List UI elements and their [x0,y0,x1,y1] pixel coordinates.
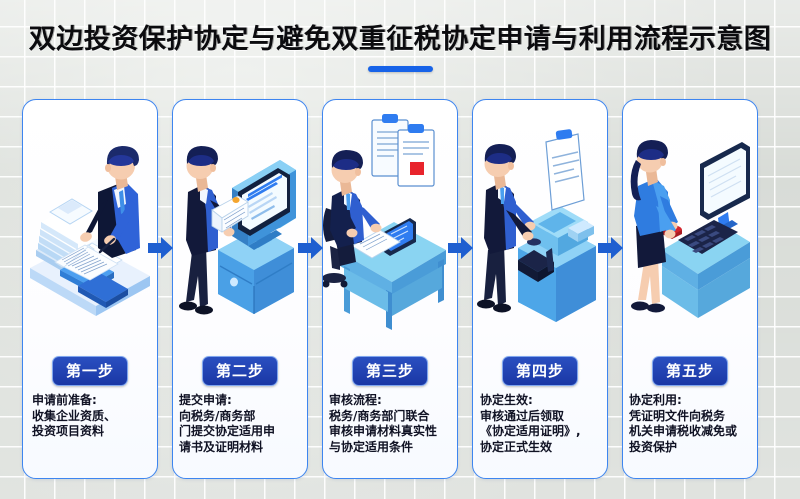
header: 双边投资保护协定与避免双重征税协定申请与利用流程示意图 [0,0,800,92]
illustration-review-desk [323,100,457,350]
arrow-step3-to-step4 [448,236,474,260]
step-description-2: 提交申请: 向税务/商务部 门提交协定适用申 请书及证明材料 [179,393,276,454]
step-card-2[interactable]: 第二步 提交申请: 向税务/商务部 门提交协定适用申 请书及证明材料 [172,99,308,479]
step-badge-4: 第四步 [501,356,578,386]
step-description-3: 审核流程: 税务/商务部门联合 审核申请材料真实性 与协定适用条件 [329,393,438,454]
illustration-submit-application-kiosk [173,100,307,350]
arrow-step2-to-step3 [298,236,324,260]
step-badge-1: 第一步 [51,356,128,386]
step-badge-2: 第二步 [201,356,278,386]
title-underline [367,66,433,72]
step-card-3[interactable]: 第三步 审核流程: 税务/商务部门联合 审核申请材料真实性 与协定适用条件 [322,99,458,479]
step-description-4: 协定生效: 审核通过后领取 《协定适用证明》, 协定正式生效 [480,393,581,454]
step-card-5[interactable]: 第五步 协定利用: 凭证明文件向税务 机关申请税收减免或 投资保护 [622,99,758,479]
step-description-5: 协定利用: 凭证明文件向税务 机关申请税收减免或 投资保护 [629,393,738,454]
arrow-step1-to-step2 [148,236,174,260]
step-description-1: 申请前准备: 收集企业资质、 投资项目资料 [32,393,117,438]
step-badge-5: 第五步 [651,356,728,386]
steps-row: 第一步 申请前准备: 收集企业资质、 投资项目资料 [22,99,784,479]
step-badge-3: 第三步 [351,356,428,386]
illustration-tax-benefit-desk [623,100,757,350]
illustration-documents-preparation [23,100,157,350]
illustration-certificate-counter [473,100,607,350]
step-card-1[interactable]: 第一步 申请前准备: 收集企业资质、 投资项目资料 [22,99,158,479]
arrow-step4-to-step5 [598,236,624,260]
step-card-4[interactable]: 第四步 协定生效: 审核通过后领取 《协定适用证明》, 协定正式生效 [472,99,608,479]
page-title: 双边投资保护协定与避免双重征税协定申请与利用流程示意图 [28,24,772,55]
